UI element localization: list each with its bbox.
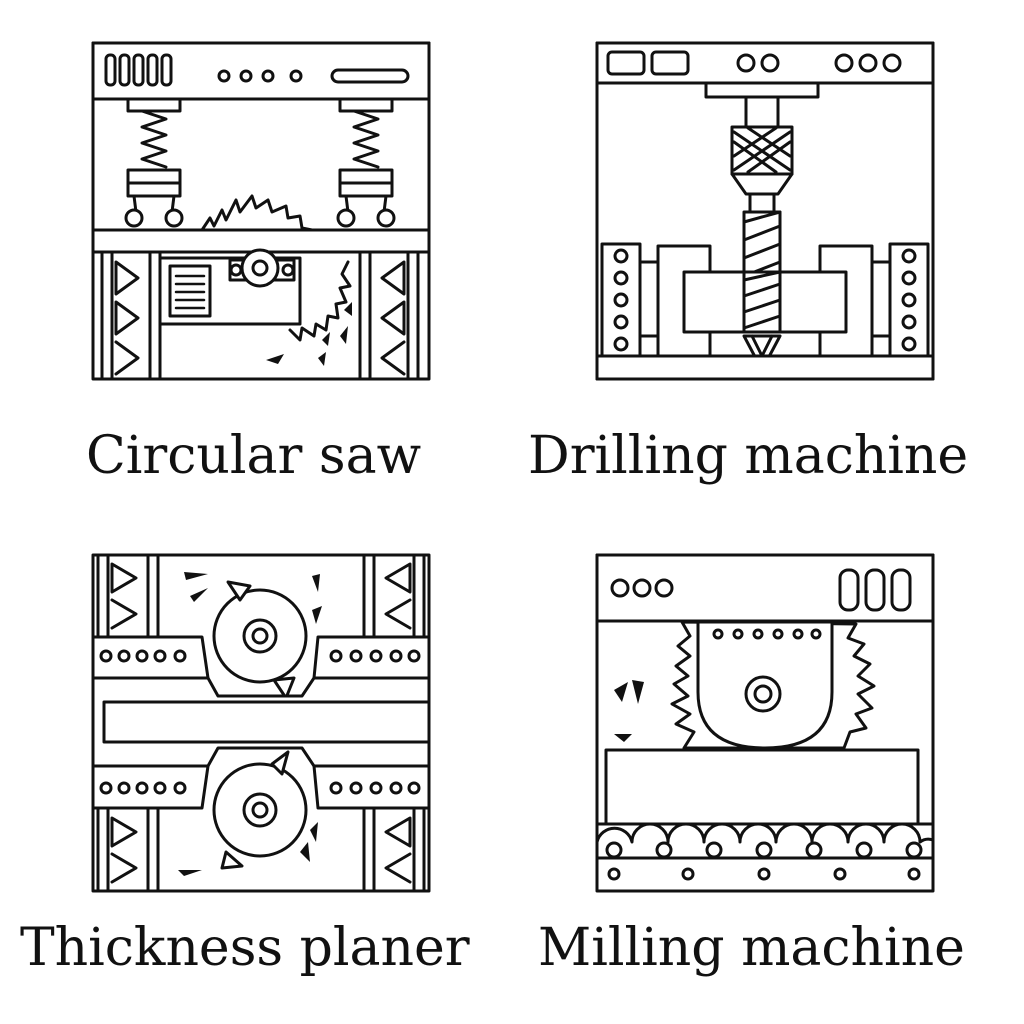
- milling-machine-icon: [595, 553, 935, 893]
- caption-milling-machine: Milling machine: [538, 918, 965, 978]
- caption-circular-saw: Circular saw: [86, 426, 422, 486]
- circular-saw-icon: [91, 41, 431, 381]
- caption-thickness-planer: Thickness planer: [20, 918, 470, 978]
- thickness-planer-icon: [91, 553, 431, 893]
- drilling-machine-icon: [595, 41, 935, 381]
- caption-drilling-machine: Drilling machine: [528, 426, 969, 486]
